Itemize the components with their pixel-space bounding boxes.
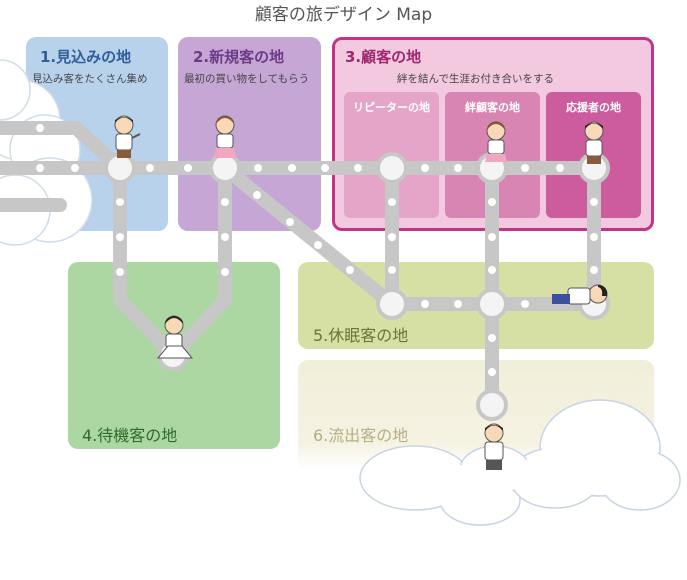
cloud-left xyxy=(0,59,93,246)
zone-prospect-label: 1.見込みの地 xyxy=(40,48,132,66)
zone-repeater-label: リピーターの地 xyxy=(353,101,430,114)
zone-bonded-label: 絆顧客の地 xyxy=(465,101,520,114)
zone-customer-desc: 絆を結んで生涯お付き合いをする xyxy=(397,73,554,85)
person-waiting-icon xyxy=(156,315,194,359)
zone-waiting-label: 4.待機客の地 xyxy=(82,426,178,445)
zone-new-customer-desc: 最初の買い物をしてもらう xyxy=(184,73,310,85)
zone-new-customer xyxy=(178,37,321,231)
zone-outflow-label: 6.流出客の地 xyxy=(313,426,409,445)
person-outflow-icon xyxy=(484,423,504,470)
person-dormant-icon xyxy=(552,284,608,305)
person-prospect-icon xyxy=(114,115,141,158)
person-new-customer-icon xyxy=(214,115,236,158)
zone-prospect-desc: 見込み客をたくさん集め xyxy=(32,73,148,85)
rail-dots xyxy=(36,124,598,376)
zone-customer-label: 3.顧客の地 xyxy=(345,48,422,66)
zone-supporter-label: 応援者の地 xyxy=(566,101,621,114)
stations xyxy=(104,152,610,421)
person-bonded-icon xyxy=(485,121,507,162)
person-supporter-icon xyxy=(584,121,604,164)
zone-dormant-label: 5.休眠客の地 xyxy=(313,326,409,345)
zone-new-customer-label: 2.新規客の地 xyxy=(193,48,285,66)
page-title: 顧客の旅デザイン Map xyxy=(254,5,433,25)
